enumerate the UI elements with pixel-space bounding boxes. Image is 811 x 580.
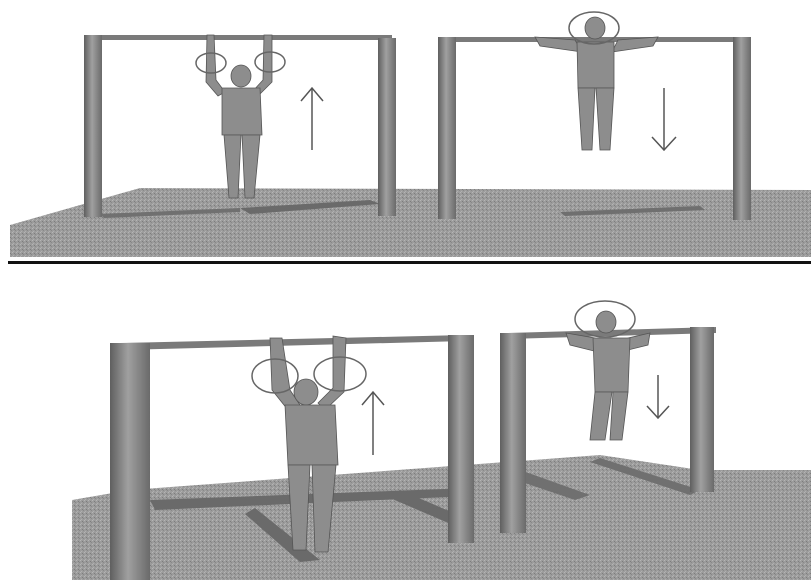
bar <box>508 327 716 339</box>
shadow <box>560 206 705 216</box>
hand-highlight-right <box>313 356 367 392</box>
post-left <box>84 35 102 217</box>
hand-highlight-right <box>254 51 286 73</box>
pullup-bar-scene-3 <box>110 335 474 580</box>
post-right <box>448 335 474 543</box>
shadow <box>240 200 380 214</box>
pullup-bar-scene-4 <box>500 327 716 533</box>
shadow <box>100 208 240 218</box>
shadow <box>150 488 470 510</box>
ground-plane <box>10 188 811 257</box>
post-left <box>438 37 456 219</box>
post-right <box>690 327 714 492</box>
post-left <box>110 343 150 580</box>
arrow-up-icon <box>300 86 324 150</box>
pullup-bar-scene-1 <box>84 35 396 217</box>
shadow <box>510 470 590 500</box>
figure-hanging <box>205 34 273 199</box>
head-highlight <box>574 300 636 338</box>
post-right <box>378 38 396 216</box>
bottom-panel <box>72 300 811 580</box>
hand-highlight-left <box>195 52 227 74</box>
bar <box>92 35 392 40</box>
arrow-up-icon <box>361 390 385 455</box>
figure-chin-over-bar <box>534 16 659 151</box>
figure-chin-over-bar-perspective <box>565 310 651 441</box>
arrow-down-icon <box>646 375 670 420</box>
bar <box>120 335 465 350</box>
shadow <box>590 458 700 495</box>
pullup-bar-scene-2 <box>438 37 751 220</box>
top-panel <box>10 11 811 257</box>
post-right <box>733 37 751 220</box>
post-left <box>500 333 526 533</box>
panel-divider <box>8 261 811 264</box>
hand-highlight-left <box>251 358 299 394</box>
arrow-down-icon <box>651 88 677 152</box>
head-highlight <box>568 11 620 45</box>
bar <box>440 37 750 42</box>
